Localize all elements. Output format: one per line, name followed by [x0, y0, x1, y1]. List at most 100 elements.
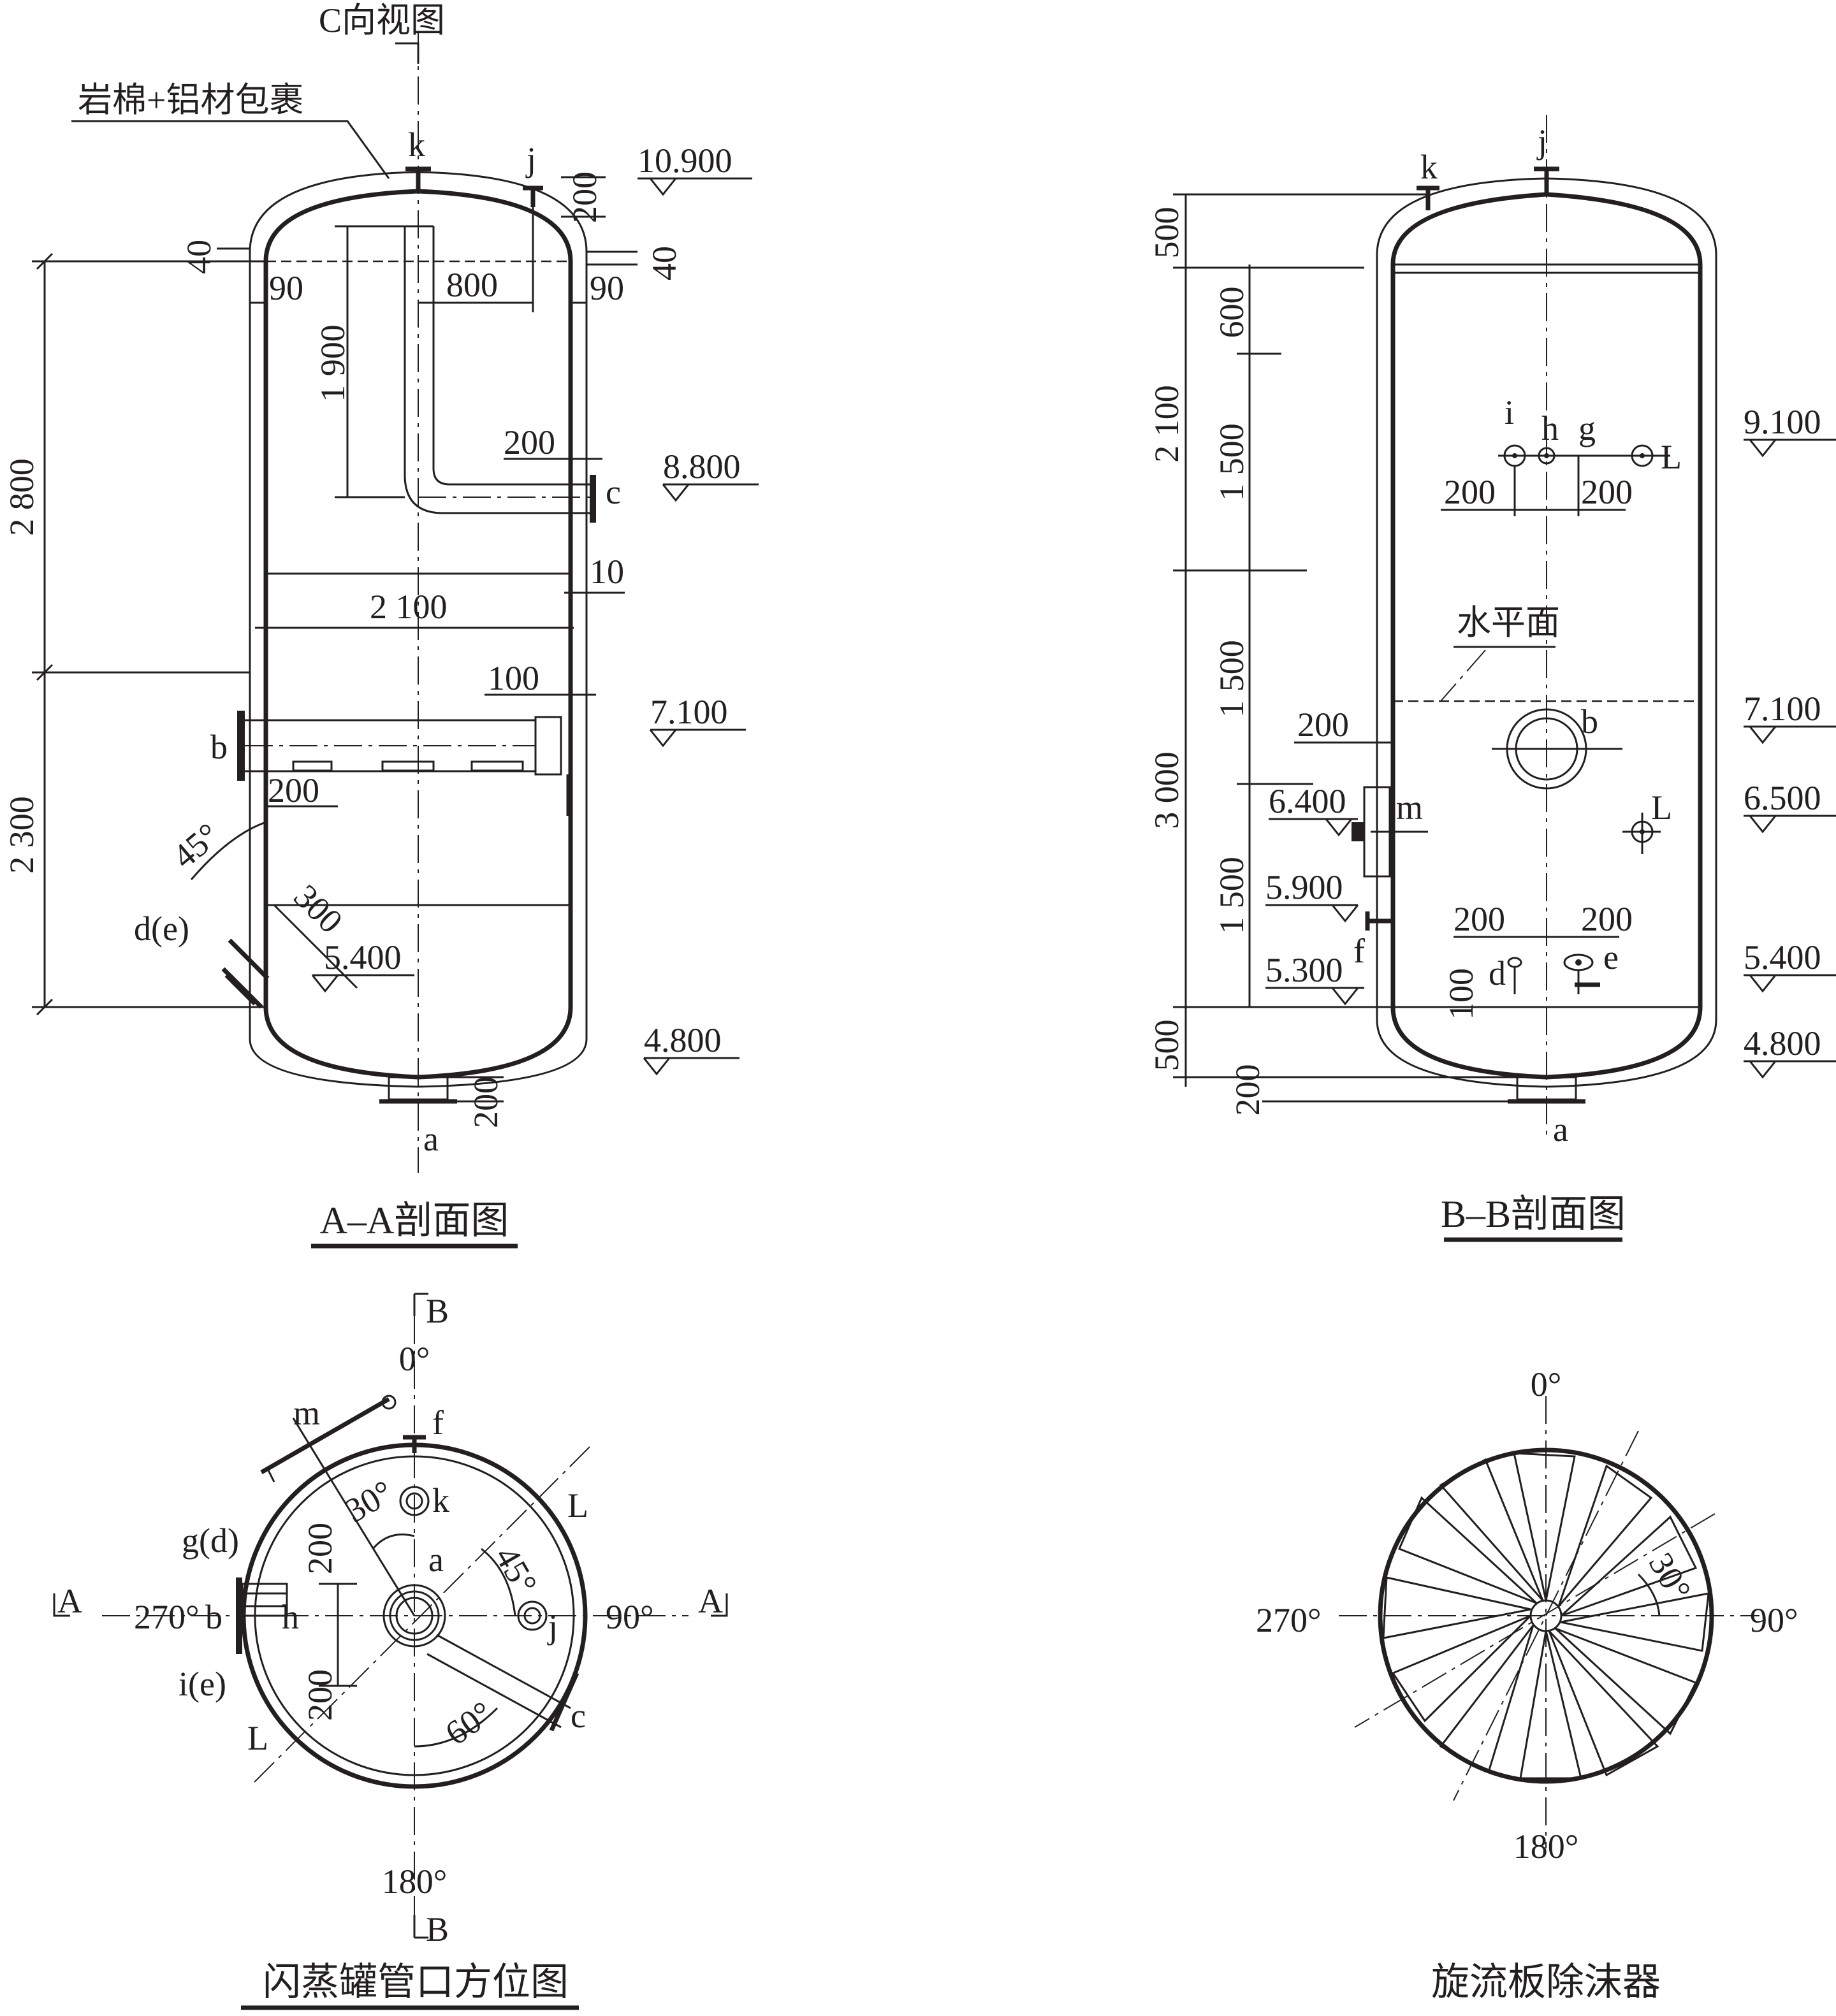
svg-text:4.800: 4.800: [1744, 1024, 1821, 1062]
aa-dim-90-left: 90: [269, 269, 303, 307]
aa-dim-200-c: 200: [504, 423, 555, 461]
demister-view: 30° 0° 90° 180° 270° 旋流板除沫器: [1256, 1365, 1798, 2003]
orient-nozzle-ie-label: i(e): [178, 1665, 226, 1703]
bb-nozzle-b-label: b: [1581, 702, 1598, 741]
orient-angle-45-arc: [481, 1548, 516, 1616]
bb-dim-500-top: 500: [1148, 207, 1186, 259]
orient-section-a-right: A: [698, 1582, 723, 1620]
aa-c-view-label: C向视图: [319, 1, 445, 40]
aa-nozzle-b-flange: [237, 711, 245, 781]
bb-nozzle-f-label: f: [1353, 932, 1365, 970]
orient-nozzle-b-label: b: [205, 1598, 222, 1636]
aa-dim-40-left: 40: [180, 240, 218, 274]
orient-section-a-left: A: [57, 1582, 82, 1620]
svg-text:5.400: 5.400: [1744, 938, 1821, 976]
orient-nozzle-c: [549, 1672, 579, 1732]
svg-text:6.500: 6.500: [1744, 779, 1821, 817]
bb-nozzle-h-label: h: [1541, 409, 1559, 447]
bb-elevation-5300: 5.300: [1265, 951, 1364, 1006]
orient-deg-180: 180°: [382, 1862, 448, 1901]
orient-angle-60-arc: [414, 1707, 499, 1748]
svg-text:7.100: 7.100: [650, 693, 728, 731]
aa-inlet-pipe-inner: [432, 226, 590, 486]
bb-nozzle-a-label: a: [1553, 1110, 1568, 1149]
bb-dim-200-d-left: 200: [1454, 900, 1505, 938]
aa-dim-40-right: 40: [645, 246, 683, 280]
demister-deg-270: 270°: [1256, 1601, 1322, 1639]
aa-nozzle-b-label: b: [210, 728, 228, 766]
demister-angle-arc: [1637, 1573, 1661, 1616]
orient-nozzle-a-label: a: [428, 1541, 444, 1579]
aa-title: A–A剖面图: [320, 1200, 509, 1242]
orient-nozzle-L1-label: L: [567, 1486, 588, 1525]
svg-text:4.800: 4.800: [644, 1021, 722, 1059]
bb-elevation-7100: 7.100: [1744, 690, 1836, 744]
aa-inlet-pipe-outer: [404, 226, 590, 514]
aa-insulation-leader: [71, 120, 390, 179]
orient-section-b-bottom: B: [426, 1910, 449, 1948]
bb-dim-200-d-right: 200: [1581, 900, 1633, 938]
aa-dim-2300: 2 300: [3, 796, 41, 874]
svg-text:8.800: 8.800: [663, 447, 741, 486]
bb-water-level-label: 水平面: [1457, 604, 1560, 642]
demister-blades: [1382, 1452, 1710, 1780]
aa-dim-200-a: 200: [467, 1077, 505, 1128]
bb-elevation-6500: 6.500: [1744, 779, 1836, 834]
svg-text:5.400: 5.400: [324, 938, 402, 976]
bb-insulation-outline: [1376, 177, 1717, 1088]
bb-dim-100: 100: [1442, 968, 1480, 1020]
orient-nozzle-m-label: m: [293, 1394, 320, 1432]
aa-elevation-4800: 4.800: [643, 1021, 740, 1076]
svg-text:7.100: 7.100: [1744, 690, 1821, 728]
orientation-view: a c m f k j b h g(d) i(e) L L: [53, 1292, 728, 2010]
bb-nozzle-m-label: m: [1396, 788, 1423, 827]
section-aa: C向视图 岩棉+铝材包裹 k j c: [3, 1, 759, 1249]
orient-section-b-top: B: [426, 1292, 449, 1330]
aa-c-view-arrow: [395, 42, 419, 64]
orient-nozzle-f-label: f: [432, 1403, 444, 1442]
aa-dim-300: 300: [287, 877, 351, 941]
bb-dim-200-left: 200: [1444, 473, 1496, 511]
aa-elevation-5400: 5.400: [311, 938, 414, 993]
bb-nozzle-j-label: j: [1536, 122, 1547, 161]
bb-nozzle-e-label: e: [1603, 938, 1619, 976]
section-bb: j k i h g L 200 200 水平面 b L: [1148, 115, 1836, 1242]
orient-nozzle-j-label: j: [547, 1607, 558, 1646]
demister-deg-90: 90°: [1750, 1601, 1798, 1639]
bb-nozzle-L1-label: L: [1661, 438, 1682, 476]
aa-dim-200-top: 200: [565, 171, 604, 223]
bb-nozzle-d-label: d: [1489, 954, 1506, 992]
bb-nozzle-g-label: g: [1578, 409, 1596, 447]
aa-dim-10: 10: [590, 553, 624, 591]
aa-inlet-box: [534, 716, 562, 776]
orient-nozzle-m: [260, 1396, 390, 1475]
orient-angle-60: 60°: [438, 1693, 499, 1753]
aa-nozzle-a-label: a: [423, 1120, 439, 1158]
orient-title: 闪蒸罐管口方位图: [263, 1961, 569, 2003]
bb-title: B–B剖面图: [1441, 1193, 1626, 1235]
aa-nozzle-c-label: c: [606, 473, 621, 511]
svg-text:9.100: 9.100: [1744, 403, 1821, 441]
aa-nozzle-k-label: k: [408, 126, 425, 164]
svg-text:5.900: 5.900: [1265, 868, 1343, 906]
bb-dim-1500-b: 1 500: [1213, 640, 1251, 718]
aa-dim-2800: 2 800: [3, 458, 41, 536]
demister-deg-180: 180°: [1513, 1827, 1579, 1866]
aa-dim-90-right: 90: [590, 269, 624, 307]
aa-nozzle-de: [228, 938, 270, 980]
aa-vessel-shell: [263, 189, 573, 1080]
aa-nozzle-c-flange: [590, 475, 596, 523]
aa-dim-100: 100: [488, 659, 539, 697]
bb-dim-600: 600: [1213, 287, 1251, 338]
orient-nozzle-a: [382, 1584, 446, 1648]
orient-angle-30: 30°: [339, 1473, 399, 1530]
orient-angle-45: 45°: [488, 1540, 545, 1600]
aa-insulation-outline: [249, 171, 588, 1088]
orient-nozzle-k-label: k: [432, 1481, 449, 1519]
svg-text:10.900: 10.900: [638, 141, 732, 180]
bb-dim-500-bottom: 500: [1148, 1020, 1186, 1071]
aa-nozzle-j-label: j: [525, 140, 536, 178]
bb-elevation-5900: 5.900: [1265, 868, 1359, 923]
orient-nozzle-h-label: h: [282, 1598, 299, 1636]
